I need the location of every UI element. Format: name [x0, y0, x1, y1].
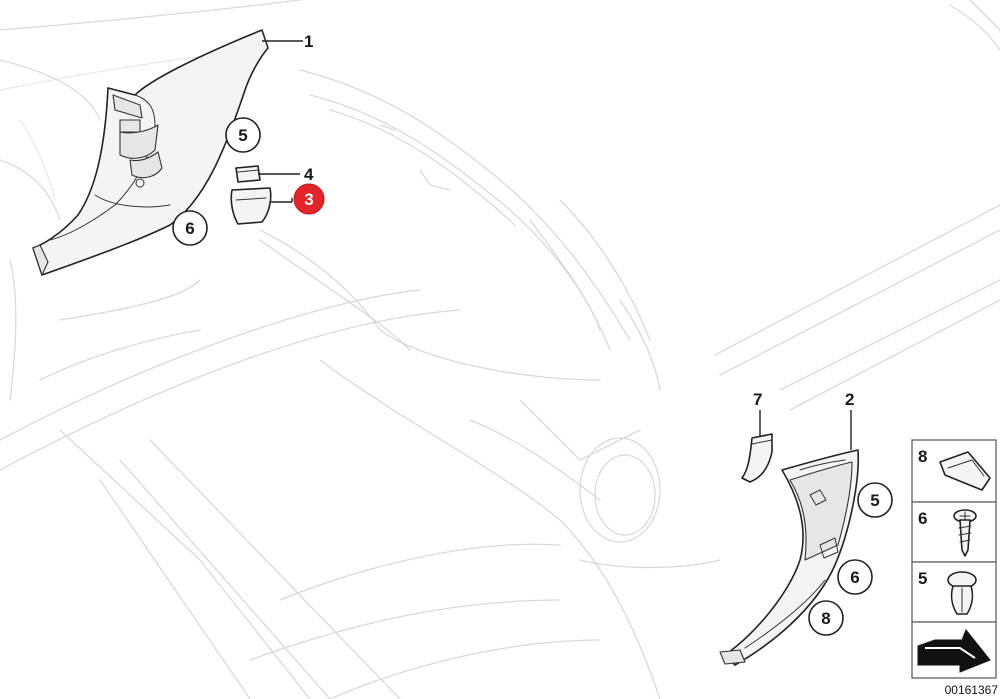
- svg-text:4: 4: [304, 165, 314, 184]
- callout-6-lower: 6: [837, 559, 873, 595]
- callout-8: 8: [808, 600, 844, 636]
- svg-text:6: 6: [918, 509, 927, 528]
- callout-6-upper: 6: [172, 210, 208, 246]
- expanding-rivet-icon: [947, 571, 977, 615]
- bracket-part-7: [741, 433, 773, 483]
- callout-1: 1: [304, 32, 313, 51]
- trim-panel-part-2: [719, 449, 860, 666]
- svg-text:8: 8: [821, 609, 830, 628]
- svg-text:8: 8: [918, 447, 927, 466]
- svg-text:5: 5: [870, 491, 879, 510]
- direction-arrow-icon: [917, 629, 991, 673]
- svg-text:5: 5: [238, 126, 247, 145]
- clip-part-4: [235, 165, 261, 183]
- screw-icon: [953, 509, 977, 557]
- callout-7: 7: [753, 390, 762, 409]
- svg-text:5: 5: [918, 569, 927, 588]
- image-id-label: 00161367: [945, 683, 999, 697]
- svg-text:00161367: 00161367: [945, 683, 999, 697]
- callout-4: 4: [304, 165, 314, 184]
- callout-3-highlighted: 3: [293, 183, 325, 215]
- callout-5-upper: 5: [225, 117, 261, 153]
- callout-2: 2: [845, 390, 854, 409]
- svg-text:6: 6: [850, 568, 859, 587]
- svg-text:3: 3: [304, 190, 313, 209]
- svg-text:6: 6: [185, 219, 194, 238]
- leader-lines: [258, 40, 852, 450]
- clip-icon: [939, 451, 991, 491]
- trim-panel-part-1: [32, 29, 269, 276]
- svg-text:1: 1: [304, 32, 313, 51]
- callout-5-lower: 5: [857, 482, 893, 518]
- cover-part-3: [230, 187, 272, 225]
- parts-legend: 8 6 5: [911, 439, 997, 679]
- svg-text:2: 2: [845, 390, 854, 409]
- legend-box-6: [911, 501, 997, 563]
- svg-text:7: 7: [753, 390, 762, 409]
